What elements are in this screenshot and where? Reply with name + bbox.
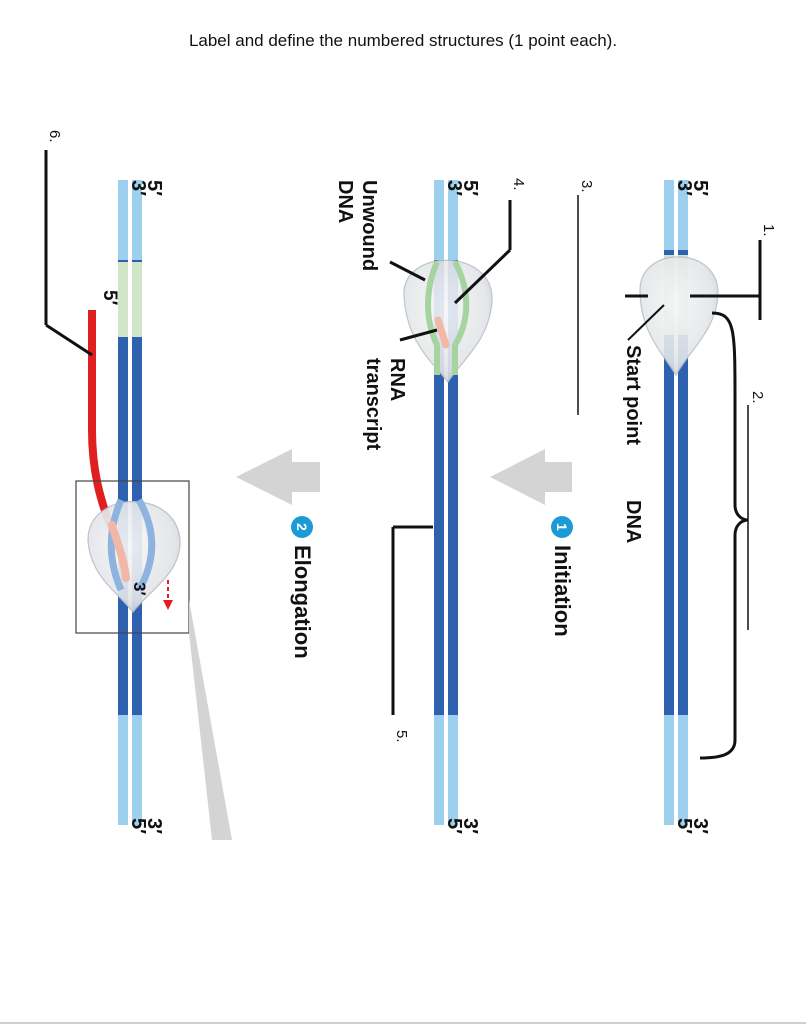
rna-5prime-end: 5′ (99, 290, 120, 306)
rna-in-polymerase (108, 521, 130, 582)
dna-label: DNA (622, 500, 644, 543)
strand-end-5prime-top-2: 5′ (459, 180, 481, 196)
question-number-5: 5. (393, 730, 410, 743)
flow-arrow-1 (490, 449, 572, 505)
strand-end-3prime-top-2: 3′ (443, 180, 465, 196)
direction-arrow (163, 580, 173, 610)
start-point-label: Start point (622, 345, 644, 445)
strand-end-3prime-top-3: 3′ (127, 180, 149, 196)
strand-end-3prime-top-1: 3′ (673, 180, 695, 196)
question-number-6: 6. (46, 130, 63, 143)
zoom-wedge (189, 600, 232, 840)
unwound-dna-bubble (425, 260, 470, 375)
strand-end-5prime-bottom-3: 5′ (127, 818, 149, 834)
strand-end-5prime-bottom-2: 5′ (443, 818, 465, 834)
unwound-dna-label-2: DNA (334, 180, 356, 223)
step-number-2: 2 (294, 523, 310, 531)
step-number-1: 1 (554, 523, 570, 531)
question-number-3: 3. (578, 180, 595, 193)
unwound-dna-label-1: Unwound (358, 180, 380, 271)
enlargement-box (75, 480, 190, 634)
rna-polymerase-initiation (639, 256, 719, 377)
step-badge-2 (291, 516, 313, 538)
rna-transcript-label-1: RNA (386, 358, 408, 401)
page-bottom-rule (0, 1022, 806, 1024)
label-leaders-elongation (44, 150, 93, 357)
step-badge-1 (551, 516, 573, 538)
strand-end-5prime-top-3: 5′ (143, 180, 165, 196)
strand-end-3prime-bottom-2: 3′ (459, 818, 481, 834)
question-number-4: 4. (510, 178, 527, 191)
rna-transcript-growing (88, 310, 116, 532)
start-point-pointer (627, 304, 665, 341)
strand-end-3prime-bottom-1: 3′ (689, 818, 711, 834)
question-number-2: 2. (749, 391, 766, 404)
dna-helix-elongation-start (434, 180, 458, 825)
step-label-elongation: Elongation (290, 545, 315, 659)
strand-end-5prime-bottom-1: 5′ (673, 818, 695, 834)
elongation-bubble (107, 498, 156, 592)
worksheet-title: Label and define the numbered structures… (188, 31, 618, 50)
rna-3prime-end: 3′ (130, 582, 149, 596)
rna-transcript-short (434, 316, 450, 349)
rna-transcript-label-2: transcript (362, 358, 384, 451)
strand-end-3prime-bottom-3: 3′ (143, 818, 165, 834)
question-number-1: 1. (760, 224, 777, 237)
step-label-initiation: Initiation (550, 545, 575, 637)
flow-arrow-2 (236, 449, 320, 505)
strand-end-5prime-top-1: 5′ (689, 180, 711, 196)
